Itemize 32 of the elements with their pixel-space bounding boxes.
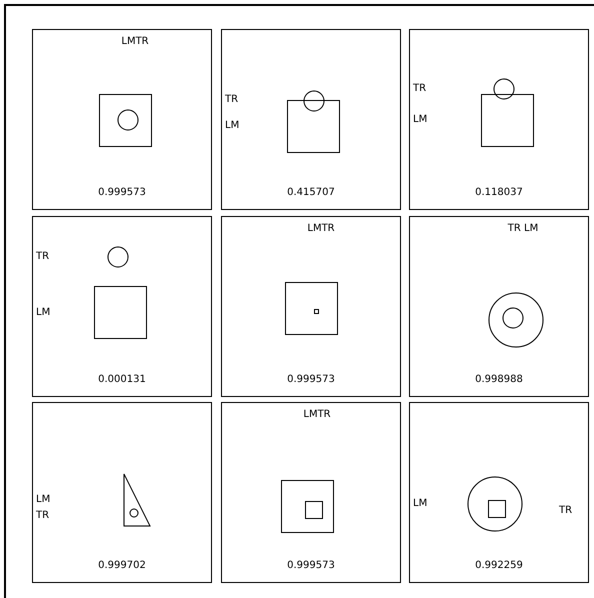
marker-label: TR	[36, 251, 50, 263]
marker-label: LM	[225, 120, 240, 132]
panel	[221, 216, 401, 397]
panel	[32, 29, 212, 210]
marker-label: LM	[36, 494, 50, 506]
panel	[221, 402, 401, 583]
marker-label: LM	[413, 114, 428, 126]
panel	[409, 216, 589, 397]
marker-label: TR LM	[508, 223, 538, 235]
score-value: 0.992259	[475, 560, 523, 572]
marker-label: TR	[559, 505, 572, 517]
marker-label: LMTR	[121, 36, 149, 48]
score-value: 0.415707	[287, 187, 335, 199]
marker-label: LMTR	[307, 223, 335, 235]
panel	[221, 29, 401, 210]
marker-label: TR	[225, 94, 238, 106]
score-value: 0.000131	[98, 374, 146, 386]
score-value: 0.118037	[475, 187, 523, 199]
marker-label: LM	[36, 307, 50, 319]
panel	[409, 29, 589, 210]
panel	[32, 402, 212, 583]
score-value: 0.999702	[98, 560, 146, 572]
score-value: 0.998988	[475, 374, 523, 386]
marker-label: TR	[413, 83, 426, 95]
score-value: 0.999573	[287, 374, 335, 386]
score-value: 0.999573	[287, 560, 335, 572]
marker-label: TR	[36, 510, 50, 522]
marker-label: LM	[413, 498, 428, 510]
score-value: 0.999573	[98, 187, 146, 199]
panel	[32, 216, 212, 397]
marker-label: LMTR	[303, 409, 331, 421]
panel	[409, 402, 589, 583]
